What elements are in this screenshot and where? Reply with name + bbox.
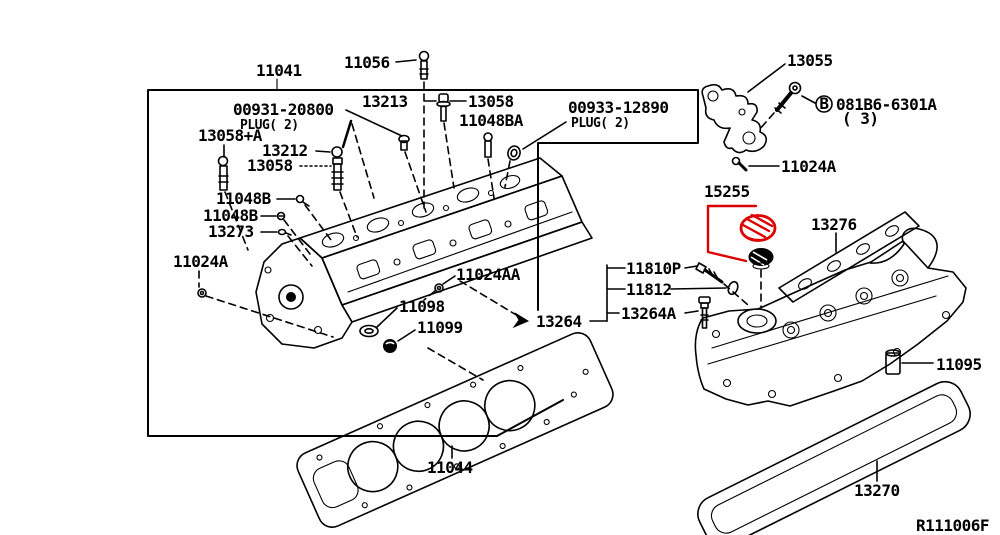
part-label-13055: 13055 — [787, 51, 833, 70]
bolt-11048BA — [483, 132, 493, 158]
part-label-13264: 13264 — [536, 312, 582, 331]
valve-guide-13213 — [436, 93, 451, 122]
pin-13273 — [277, 228, 292, 236]
washer-rail-drawing — [778, 211, 920, 303]
part-label-13058-top: 13058 — [468, 92, 514, 111]
projection-lines — [198, 81, 775, 381]
part-label-11024A-left: 11024A — [173, 252, 229, 271]
screw-11810P — [695, 262, 724, 284]
stud-11095 — [885, 349, 901, 375]
part-label-15255: 15255 — [704, 182, 750, 201]
part-label-11041: 11041 — [256, 61, 302, 80]
part-label-11810P: 11810P — [626, 259, 681, 278]
oil-filler-cap-black — [748, 248, 774, 270]
bolt-11024A-right — [731, 156, 748, 172]
diagram-ref-code: R111006F — [916, 516, 989, 535]
assembly-group-box — [147, 78, 699, 437]
cap-11099 — [383, 339, 397, 353]
part-label-11024AA: 11024AA — [456, 265, 521, 284]
part-label-11044: 11044 — [427, 458, 473, 477]
oil-filler-cap-highlight — [706, 204, 777, 263]
washer-11098 — [359, 324, 379, 338]
part-label-11048B-2: 11048B — [203, 206, 259, 225]
circled-b-letter: B — [819, 94, 829, 113]
screw-11048B-2 — [276, 211, 286, 221]
cam-bracket-drawing — [701, 83, 768, 154]
part-label-13273: 13273 — [208, 222, 254, 241]
part-label-13212: 13212 — [262, 141, 308, 160]
rocker-cover-gasket-drawing — [697, 380, 971, 535]
part-label-13213: 13213 — [362, 92, 408, 111]
rocker-cover-drawing — [694, 227, 967, 407]
part-label-13058-mid: 13058 — [247, 156, 293, 175]
leader-lines — [260, 59, 934, 482]
screw-11048B-1 — [295, 194, 310, 207]
cylinder-head-drawing — [255, 157, 593, 349]
part-label-11099: 11099 — [417, 318, 463, 337]
part-label-00931: 00931-20800 — [233, 100, 333, 119]
circled-b-prefix: B — [815, 94, 833, 113]
head-gasket-drawing — [296, 332, 614, 528]
arrowhead-13264 — [512, 312, 530, 329]
part-label-00933: 00933-12890 — [568, 98, 668, 117]
plug-00933 — [507, 145, 521, 161]
plug-00931 — [398, 134, 410, 151]
part-label-13264A: 13264A — [621, 304, 677, 323]
part-label-13058A: 13058+A — [198, 126, 263, 145]
washer-11024AA — [434, 283, 444, 293]
bolt-081B6 — [774, 81, 802, 114]
bolt-11056 — [418, 50, 430, 80]
part-label-00933-plug: PLUG( 2) — [571, 116, 630, 131]
washer-11024A-left — [197, 288, 207, 298]
bolt-13264A — [698, 296, 711, 329]
part-label-13276: 13276 — [811, 215, 857, 234]
part-label-11024A-right: 11024A — [781, 157, 837, 176]
part-label-13270: 13270 — [854, 481, 900, 500]
part-label-081B6: 081B6-6301A — [836, 95, 937, 114]
part-label-081B6-qty: ( 3) — [842, 109, 879, 128]
bolt-13212-13058 — [331, 119, 353, 191]
part-label-11056: 11056 — [344, 53, 390, 72]
part-label-11098: 11098 — [399, 297, 445, 316]
part-label-11812: 11812 — [626, 280, 672, 299]
part-label-11095: 11095 — [936, 355, 982, 374]
part-label-11048B-1: 11048B — [216, 189, 272, 208]
part-label-11048BA: 11048BA — [459, 111, 524, 130]
callout-labels: 11041 11056 13213 13058 11048BA 00931-20… — [173, 51, 990, 535]
part-label-00931-plug: PLUG( 2) — [240, 118, 299, 133]
bolt-13058A — [217, 144, 229, 191]
seal-11812 — [727, 280, 739, 296]
